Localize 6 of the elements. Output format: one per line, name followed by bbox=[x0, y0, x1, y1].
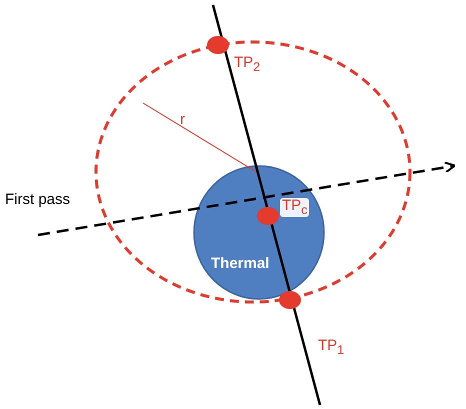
point-label: TP$_{c}$ bbox=[280, 198, 310, 216]
point-label: TP$_{2}$ bbox=[234, 55, 260, 74]
thermal-label: Thermal bbox=[211, 255, 270, 272]
radius-label: r bbox=[180, 112, 185, 127]
pass-label: First pass bbox=[5, 192, 70, 207]
point-label: TP$_{1}$ bbox=[318, 338, 344, 356]
